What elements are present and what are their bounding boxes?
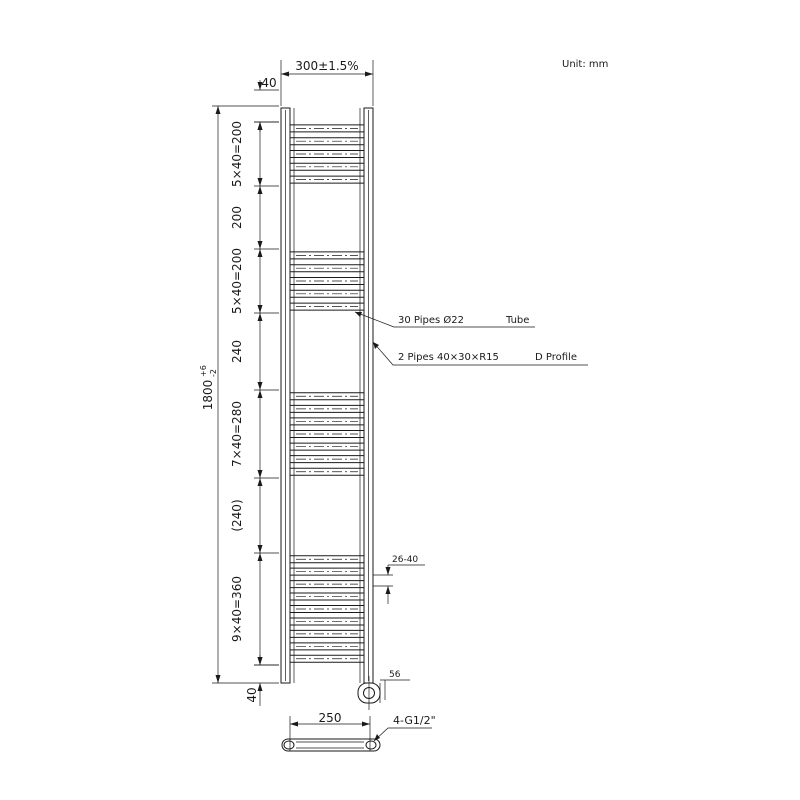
profile-callout: 2 Pipes 40×30×R15 D Profile	[372, 341, 588, 366]
pipes-callout-shape: Tube	[505, 315, 529, 326]
profile-callout-text: 2 Pipes 40×30×R15	[398, 352, 499, 363]
width-dim-label: 300±1.5%	[295, 59, 358, 73]
side-offset-dimension: 26-40	[373, 555, 425, 604]
segment-label: 5×40=200	[230, 121, 244, 187]
pipe	[290, 162, 364, 171]
height-tol-upper: +6	[199, 365, 208, 377]
pipe	[290, 567, 364, 576]
top-gap-dimension: 40	[254, 76, 279, 132]
connection-label: 4-G1/2"	[393, 714, 436, 727]
height-tol-lower: -2	[209, 369, 218, 377]
dim-arrow	[257, 305, 263, 313]
unit-note: Unit: mm	[562, 59, 608, 70]
pipe	[290, 124, 364, 133]
dim-arrow	[257, 470, 263, 478]
dim-arrow	[257, 186, 263, 194]
width-dimension: 300±1.5%	[280, 59, 374, 106]
side-offset-label: 26-40	[392, 555, 418, 565]
segment-dimension-chain: 5×40=200 200 5×40=200 240 7×40=280 (240) 9×40=…	[230, 121, 279, 666]
pipe	[290, 580, 364, 589]
bottom-gap-label: 40	[245, 687, 259, 702]
pipe	[290, 264, 364, 273]
pipe	[290, 302, 364, 311]
plan-width-label: 250	[319, 711, 342, 725]
dim-arrow	[257, 122, 263, 130]
pipes-callout-text: 30 Pipes Ø22	[398, 314, 464, 326]
segment-label: 7×40=280	[230, 401, 244, 467]
profile-callout-shape: D Profile	[535, 352, 577, 363]
segment-label: 9×40=360	[230, 576, 244, 642]
pipe	[290, 150, 364, 158]
left-rail	[280, 107, 291, 684]
dim-arrow	[257, 478, 263, 486]
height-main-label: 1800	[201, 380, 215, 411]
pipe	[290, 392, 364, 401]
pipe	[290, 175, 364, 184]
valve-connection: 56	[357, 670, 410, 710]
dim-arrow	[257, 545, 263, 553]
dim-arrow	[257, 178, 263, 186]
pipe	[290, 417, 364, 426]
bottom-gap-dimension: 40	[245, 655, 279, 706]
pipe	[290, 251, 364, 260]
dim-arrow	[257, 249, 263, 257]
dim-arrow	[257, 313, 263, 321]
pipe	[290, 592, 364, 601]
segment-label: (240)	[230, 499, 244, 531]
pipe	[290, 555, 364, 564]
horizontal-pipes	[290, 124, 364, 663]
dim-arrow	[257, 382, 263, 390]
plan-view: 250 4-G1/2"	[281, 711, 436, 752]
pipes-callout: 30 Pipes Ø22 Tube	[354, 311, 535, 328]
segment-label: 200	[230, 206, 244, 229]
pipe	[290, 455, 364, 464]
pipe	[290, 467, 364, 476]
top-gap-label: 40	[261, 76, 276, 90]
pipe	[290, 404, 364, 413]
dim-arrow	[257, 241, 263, 249]
pipe	[290, 642, 364, 651]
pipe	[290, 617, 364, 626]
pipe	[290, 605, 364, 613]
valve-dim-label: 56	[389, 670, 401, 680]
pipe	[290, 137, 364, 146]
pipe	[290, 654, 364, 663]
pipe	[290, 442, 364, 451]
pipe	[290, 289, 364, 298]
segment-label: 5×40=200	[230, 248, 244, 314]
overall-height-dimension: 1800 +6 -2	[199, 105, 279, 684]
pipe	[290, 430, 364, 438]
pipe	[290, 277, 364, 285]
dim-arrow	[257, 390, 263, 398]
segment-label: 240	[230, 340, 244, 363]
dim-arrow	[257, 553, 263, 561]
pipe	[290, 629, 364, 638]
